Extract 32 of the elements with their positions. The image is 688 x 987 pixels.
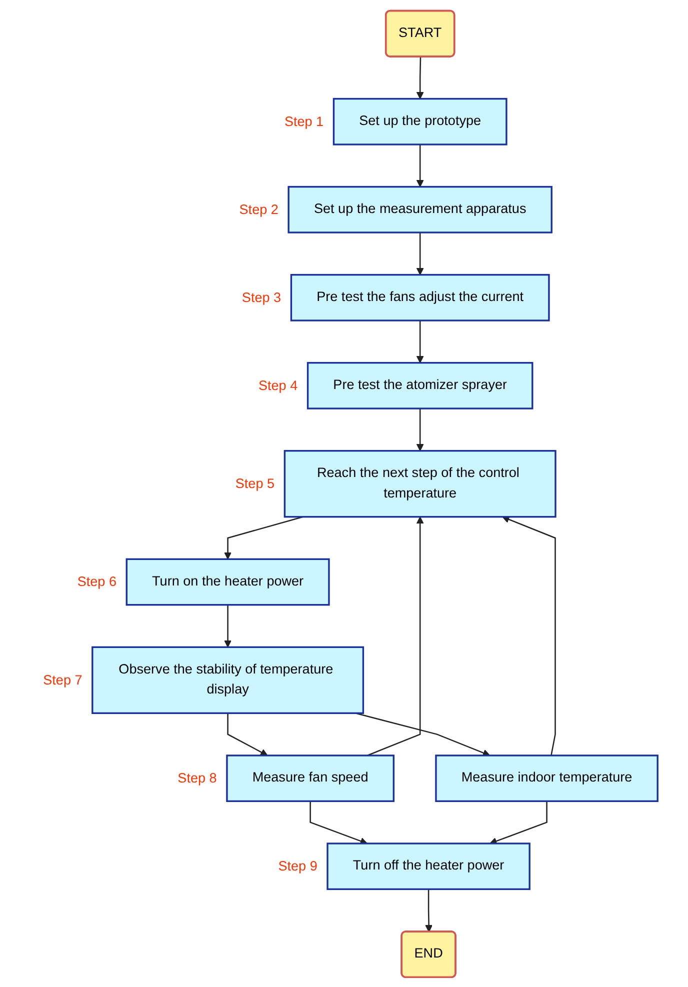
- arrow: [490, 800, 548, 844]
- node-box: Observe the stability of temperature display: [92, 646, 364, 714]
- node-box: Turn on the heater power: [126, 558, 330, 606]
- arrow: [416, 408, 424, 451]
- step-label: Step 8: [178, 770, 218, 786]
- step-label: Step 4: [258, 377, 298, 392]
- node-box: Set up the prototype: [333, 97, 508, 145]
- node-box: Turn off the heater power: [326, 842, 531, 890]
- arrow: [355, 712, 490, 756]
- step-label: Step 7: [43, 672, 83, 687]
- step-label: Step 2: [240, 201, 279, 216]
- arrow: [416, 232, 424, 275]
- step-label: Step 3: [242, 289, 282, 304]
- arrow: [227, 712, 268, 756]
- arrow: [224, 604, 232, 647]
- step-label: Step 5: [236, 476, 275, 491]
- node-box: Pre test the atomizer sprayer: [307, 361, 534, 409]
- step-label: Step 1: [284, 113, 324, 128]
- arrow: [416, 144, 424, 187]
- arrow: [416, 56, 424, 99]
- node-box: Reach the next step of the control temperature: [284, 450, 557, 518]
- arrow: [224, 516, 304, 559]
- arrow: [502, 515, 556, 756]
- arrow: [416, 320, 424, 363]
- node-box: Measure fan speed: [226, 754, 395, 802]
- step-label: Step 9: [278, 858, 318, 874]
- node-box: Measure indoor temperature: [435, 754, 659, 802]
- node-box: Set up the measurement apparatus: [288, 185, 553, 233]
- node-box: Pre test the fans adjust the current: [290, 273, 550, 321]
- step-label: Step 6: [78, 574, 117, 589]
- arrow: [310, 800, 368, 844]
- arrow: [425, 888, 433, 932]
